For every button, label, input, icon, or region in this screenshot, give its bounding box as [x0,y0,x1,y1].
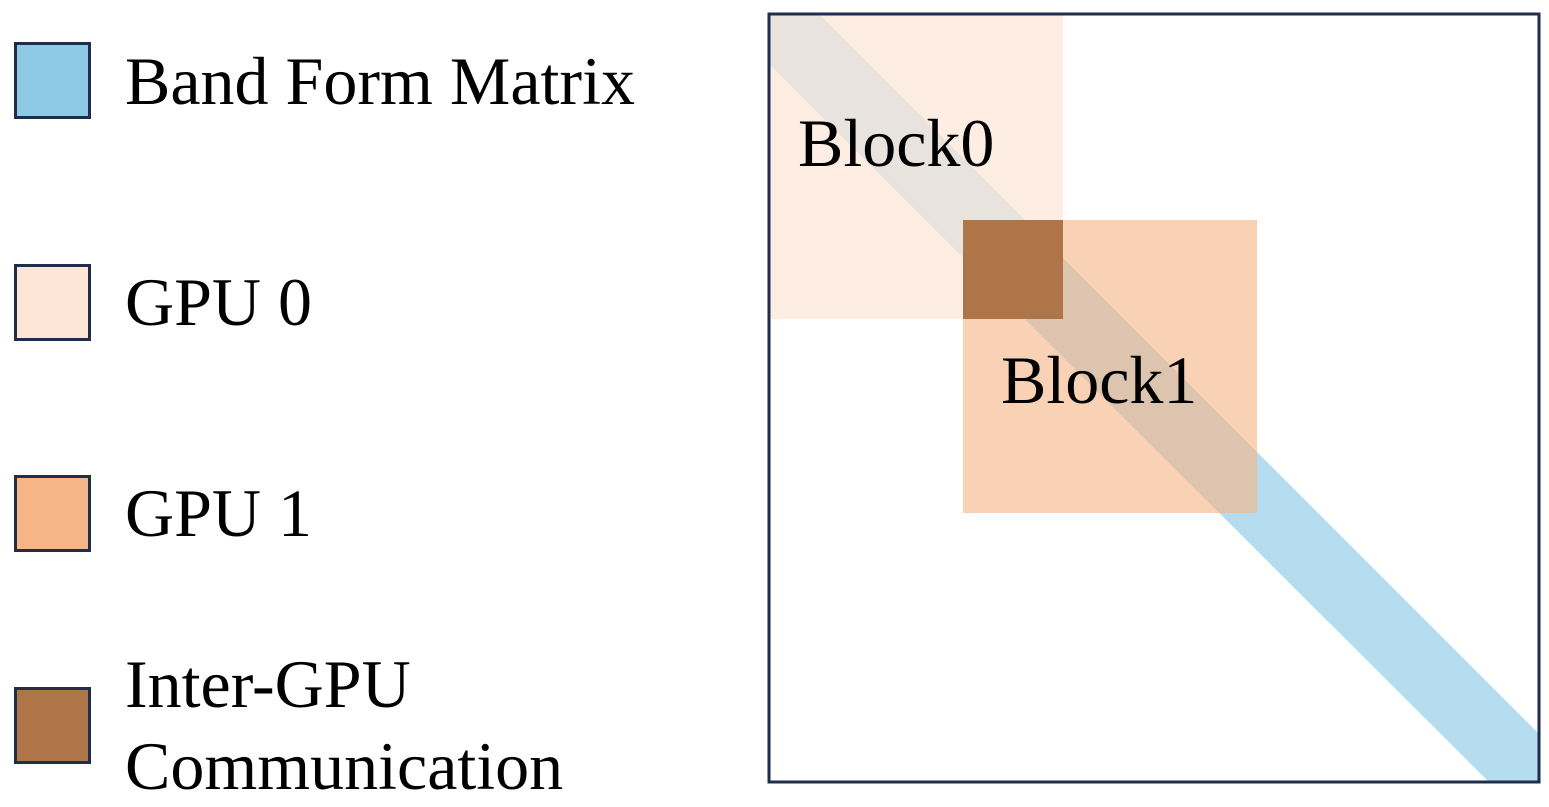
block0-label: Block0 [798,105,994,181]
inter-gpu-communication-label: Inter-GPU Communication [125,643,685,807]
inter-gpu-communication-label-line2: Communication [125,728,564,804]
gpu0-label: GPU 0 [125,264,313,340]
gpu1-label: GPU 1 [125,475,313,551]
inter-gpu-communication-swatch [14,687,91,764]
gpu1-swatch [14,475,91,552]
legend: Band Form Matrix GPU 0 GPU 1 Inter-GPU C… [0,0,720,804]
block1-label: Block1 [1001,342,1197,418]
band-form-matrix-label: Band Form Matrix [125,43,635,119]
gpu0-swatch [14,264,91,341]
matrix-border [767,12,1541,784]
band-form-matrix-swatch [14,42,91,119]
inter-gpu-communication-label-line1: Inter-GPU [125,646,411,722]
inter-gpu-communication-region [963,220,1063,319]
